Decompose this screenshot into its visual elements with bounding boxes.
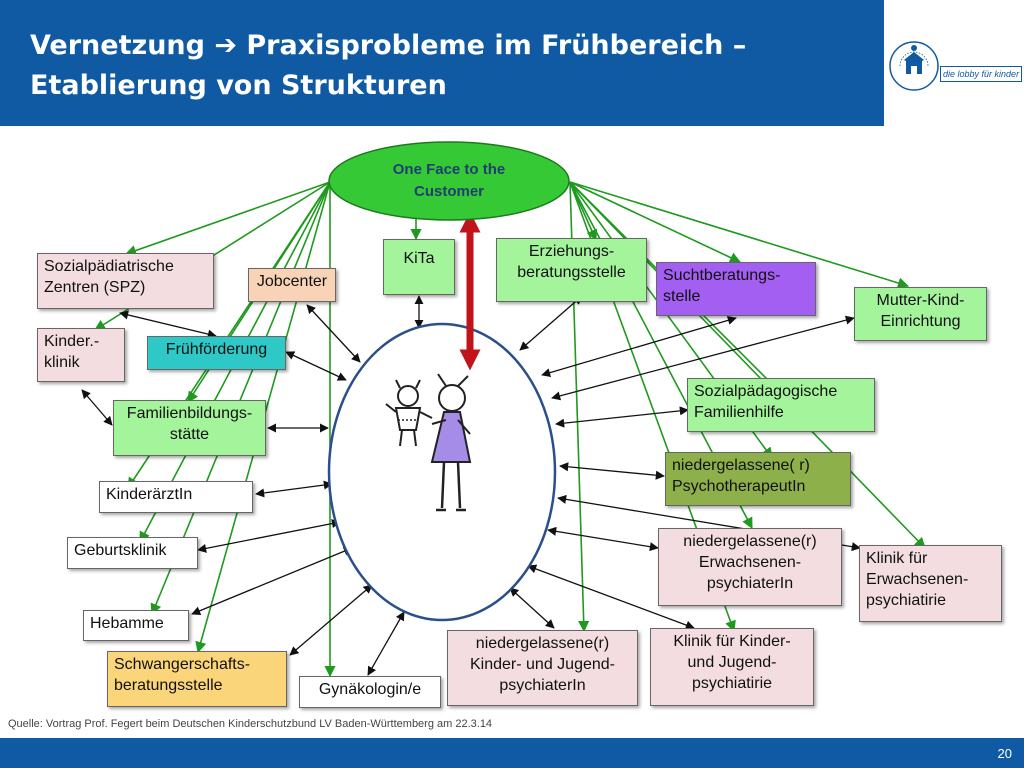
node-erziehungsberatung-line-1: Erziehungs- <box>528 243 615 260</box>
node-erwachsenenpsychiaterin-line-3: psychiaterIn <box>706 575 794 592</box>
logo-area <box>884 0 1024 126</box>
edge-black-mutter-kind <box>551 315 855 401</box>
node-suchtberatung-line-1: Suchtberatungs- <box>663 267 781 284</box>
one-face-label-line-1: One Face to the <box>392 161 506 178</box>
node-psychotherapeutin: niedergelassene( r) PsychotherapeutIn <box>665 452 851 506</box>
edge-black-erziehungsberatung <box>519 295 583 351</box>
black-connection-lines <box>81 295 861 676</box>
slide-title: Vernetzung ➔ Praxisprobleme im Frühberei… <box>30 26 870 106</box>
lobby-text-2: für kinder <box>981 69 1020 79</box>
edge-green-sucht <box>569 181 742 263</box>
node-kita: KiTa <box>383 239 455 295</box>
node-sozialpaed-familienhilfe: Sozialpädagogische Familienhilfe <box>687 378 875 432</box>
node-kjp-niedergelassen-line-2: Kinder- und Jugend- <box>470 656 615 673</box>
one-face-label: One Face to the Customer <box>329 141 569 221</box>
edge-black-sucht <box>541 315 737 378</box>
one-face-label-line-2: Customer <box>413 183 484 200</box>
slide-title-line-2: Etablierung von Strukturen <box>30 70 447 101</box>
footer-bar: 20 <box>0 738 1024 768</box>
node-suchtberatung-line-2: stelle <box>663 288 701 305</box>
lobby-logo: die lobby für kinder <box>940 66 1022 82</box>
edge-black-familienhilfe <box>555 406 689 428</box>
node-sozialpaed-familienhilfe-line-2: Familienhilfe <box>694 404 784 421</box>
house-icon <box>904 52 924 74</box>
slide-title-line-1: Vernetzung ➔ Praxisprobleme im Frühberei… <box>30 30 747 61</box>
node-klinik-erwachsenenpsychiatrie-line-3: psychiatirie <box>866 592 947 609</box>
edge-green-mutter-kind <box>569 181 910 289</box>
node-mutter-kind-line-2: Einrichtung <box>880 313 961 330</box>
node-klinik-erwachsenenpsychiatrie: Klinik für Erwachsenen- psychiatirie <box>859 545 1002 622</box>
node-kjp-niedergelassen-line-1: niedergelassene(r) <box>475 635 610 652</box>
node-kita-line-1: KiTa <box>403 250 435 267</box>
node-psychotherapeutin-line-1: niedergelassene( r) <box>672 457 810 474</box>
edge-black-jobcenter <box>306 304 361 363</box>
edge-black-kinderklinik-familienbildung <box>81 389 113 426</box>
node-kinderklinik: Kinder.- klinik <box>37 328 125 382</box>
node-mutter-kind: Mutter-Kind- Einrichtung <box>854 287 987 341</box>
edge-black-spz-fruehfoerderung <box>119 310 217 339</box>
node-kjp-niedergelassen-line-3: psychiaterIn <box>499 677 586 694</box>
node-klinik-kjp: Klinik für Kinder- und Jugend- psychiati… <box>650 628 814 706</box>
node-jobcenter: Jobcenter <box>248 268 336 302</box>
node-psychotherapeutin-line-2: PsychotherapeutIn <box>672 478 806 495</box>
node-erziehungsberatung-line-2: beratungsstelle <box>517 264 626 281</box>
family-figure-icon <box>385 373 472 512</box>
node-spz-line-2: Zentren (SPZ) <box>44 279 146 296</box>
node-hebamme-line-1: Hebamme <box>90 615 164 632</box>
edge-black-gynaekologin <box>367 611 405 676</box>
edge-black-geburtsklinik <box>197 519 341 553</box>
node-klinik-erwachsenenpsychiatrie-line-1: Klinik für <box>866 550 928 567</box>
family-oval <box>327 322 557 622</box>
edge-black-kinderaerztin <box>255 480 333 498</box>
edge-green-erziehungsberatung <box>569 181 597 242</box>
node-erwachsenenpsychiaterin-line-2: Erwachsenen- <box>698 554 802 571</box>
node-geburtsklinik: Geburtsklinik <box>67 537 198 569</box>
node-spz-line-1: Sozialpädiatrische <box>44 258 174 275</box>
node-gynaekologin-line-1: Gynäkologin/e <box>318 681 422 698</box>
node-erziehungsberatung: Erziehungs- beratungsstelle <box>496 238 647 302</box>
node-fruehfoerderung: Frühförderung <box>147 336 286 370</box>
edge-black-kjp <box>509 587 555 629</box>
node-fruehfoerderung-line-1: Frühförderung <box>165 341 268 358</box>
lobby-text-1: die lobby <box>943 69 980 79</box>
node-familienbildung-line-1: Familienbildungs- <box>126 405 253 422</box>
node-schwangerschaftsberatung-line-2: beratungsstelle <box>114 677 223 694</box>
node-klinik-kjp-line-3: psychiatirie <box>691 675 773 692</box>
edge-green-spz <box>124 181 331 256</box>
one-face-ellipse <box>328 141 570 221</box>
node-suchtberatung: Suchtberatungs- stelle <box>656 262 816 316</box>
node-sozialpaed-familienhilfe-line-1: Sozialpädagogische <box>694 383 838 400</box>
page-number: 20 <box>997 746 1012 761</box>
node-klinik-erwachsenenpsychiatrie-line-2: Erwachsenen- <box>866 571 969 588</box>
edge-black-erwachsenenpsychiater <box>547 526 659 552</box>
edge-black-schwangerschaft <box>289 584 373 656</box>
node-gynaekologin: Gynäkologin/e <box>299 676 441 708</box>
edge-black-klinik-kjp <box>527 564 695 630</box>
edge-black-psychotherapeut <box>559 462 665 480</box>
node-kinderklinik-line-1: Kinder.- <box>44 333 100 350</box>
title-bar: Vernetzung ➔ Praxisprobleme im Frühberei… <box>0 0 884 126</box>
node-schwangerschaftsberatung: Schwangerschafts- beratungsstelle <box>107 651 287 707</box>
node-kinderaerztin-line-1: KinderärztIn <box>106 486 193 503</box>
edge-black-hebamme <box>191 546 353 616</box>
node-schwangerschaftsberatung-line-1: Schwangerschafts- <box>114 656 251 673</box>
dksb-seal-logo <box>889 41 939 91</box>
node-klinik-kjp-line-1: Klinik für Kinder- <box>673 633 791 650</box>
node-hebamme: Hebamme <box>83 610 189 641</box>
node-kinderaerztin: KinderärztIn <box>99 481 253 513</box>
node-geburtsklinik-line-1: Geburtsklinik <box>74 542 167 559</box>
node-familienbildung-line-2: stätte <box>169 426 210 443</box>
node-erwachsenenpsychiaterin: niedergelassene(r) Erwachsenen- psychiat… <box>658 528 842 606</box>
source-note: Quelle: Vortrag Prof. Fegert beim Deutsc… <box>8 718 493 730</box>
node-mutter-kind-line-1: Mutter-Kind- <box>876 292 965 309</box>
node-kinderklinik-line-2: klinik <box>44 354 80 371</box>
node-spz: Sozialpädiatrische Zentren (SPZ) <box>37 253 214 309</box>
node-jobcenter-line-1: Jobcenter <box>256 273 328 290</box>
node-familienbildung: Familienbildungs- stätte <box>113 400 266 456</box>
node-klinik-kjp-line-2: und Jugend- <box>687 654 777 671</box>
node-erwachsenenpsychiaterin-line-1: niedergelassene(r) <box>683 533 817 550</box>
node-kjp-niedergelassen: niedergelassene(r) Kinder- und Jugend- p… <box>447 630 638 706</box>
edge-black-fruehfoerderung <box>285 351 347 381</box>
